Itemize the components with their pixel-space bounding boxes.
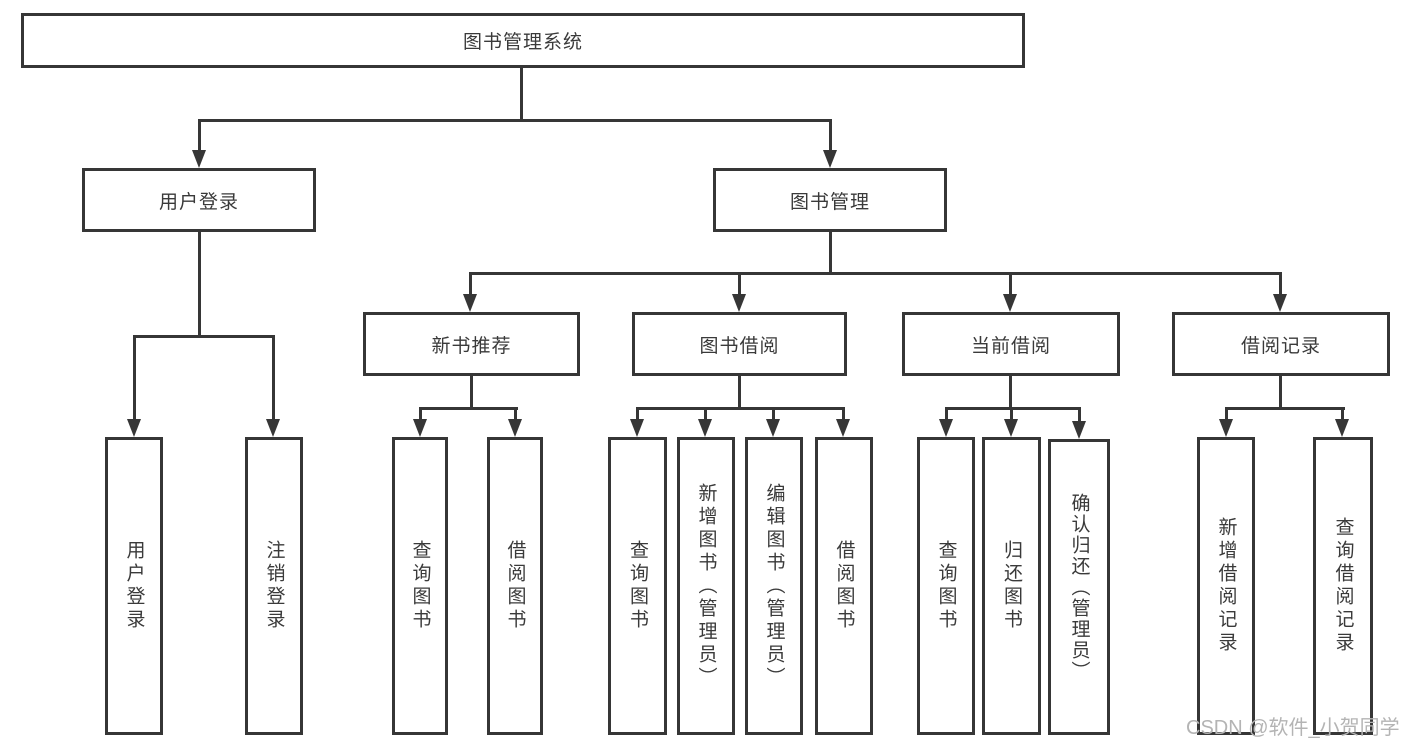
connector-current-rail bbox=[945, 407, 1081, 410]
leaf-label: 新增图书（管理员） bbox=[695, 482, 717, 690]
leaf-edit-books-admin: 编辑图书（管理员） bbox=[745, 437, 803, 735]
connector-drop-leaf bbox=[945, 407, 948, 419]
connector-recommend-stem bbox=[470, 376, 473, 407]
connector-level1-rail bbox=[198, 119, 832, 122]
arrow-down-icon bbox=[127, 419, 141, 437]
arrow-down-icon bbox=[1004, 419, 1018, 437]
leaf-return-books: 归还图书 bbox=[982, 437, 1041, 735]
node-current-borrowing: 当前借阅 bbox=[902, 312, 1120, 376]
leaf-label: 归还图书 bbox=[1001, 540, 1022, 632]
node-borrowing-records: 借阅记录 bbox=[1172, 312, 1390, 376]
leaf-label: 确认归还（管理员） bbox=[1068, 492, 1090, 682]
arrow-down-icon bbox=[630, 419, 644, 437]
arrow-down-icon bbox=[698, 419, 712, 437]
connector-drop-book-management bbox=[829, 119, 832, 150]
node-label: 图书管理系统 bbox=[462, 32, 583, 53]
leaf-label: 查询借阅记录 bbox=[1332, 517, 1354, 655]
leaf-add-books-admin: 新增图书（管理员） bbox=[677, 437, 735, 735]
node-book-borrowing: 图书借阅 bbox=[632, 312, 847, 376]
connector-recommend-rail bbox=[419, 407, 518, 410]
connector-drop-new-book-recommend bbox=[469, 272, 472, 294]
connector-drop-leaf bbox=[636, 407, 639, 419]
leaf-add-borrow-record: 新增借阅记录 bbox=[1197, 437, 1255, 735]
arrow-down-icon bbox=[939, 419, 953, 437]
arrow-down-icon bbox=[823, 150, 837, 168]
arrow-down-icon bbox=[1273, 294, 1287, 312]
connector-drop-user-login bbox=[198, 119, 201, 150]
node-label: 图书借阅 bbox=[699, 335, 780, 357]
leaf-borrow-books-recommend: 借阅图书 bbox=[487, 437, 543, 735]
node-root-library-system: 图书管理系统 bbox=[21, 13, 1025, 68]
connector-drop-leaf bbox=[514, 407, 517, 419]
connector-records-stem bbox=[1279, 376, 1282, 407]
node-book-management-branch: 图书管理 bbox=[713, 168, 947, 232]
leaf-label: 注销登录 bbox=[263, 540, 285, 632]
leaf-query-books-recommend: 查询图书 bbox=[392, 437, 448, 735]
arrow-down-icon bbox=[1335, 419, 1349, 437]
connector-drop-logout bbox=[272, 335, 275, 419]
leaf-query-books-borrowing: 查询图书 bbox=[608, 437, 667, 735]
connector-drop-leaf bbox=[842, 407, 845, 419]
connector-book-management-stem bbox=[829, 232, 832, 272]
arrow-down-icon bbox=[766, 419, 780, 437]
arrow-down-icon bbox=[1072, 421, 1086, 439]
leaf-query-borrow-record: 查询借阅记录 bbox=[1313, 437, 1373, 735]
arrow-down-icon bbox=[463, 294, 477, 312]
connector-drop-leaf bbox=[1225, 407, 1228, 419]
connector-drop-leaf bbox=[1078, 407, 1081, 421]
arrow-down-icon bbox=[192, 150, 206, 168]
leaf-label: 新增借阅记录 bbox=[1215, 517, 1237, 655]
node-new-book-recommend: 新书推荐 bbox=[363, 312, 580, 376]
leaf-label: 查询图书 bbox=[409, 540, 431, 632]
node-label: 借阅记录 bbox=[1240, 335, 1321, 357]
connector-drop-book-borrowing bbox=[738, 272, 741, 294]
connector-drop-user-login-leaf bbox=[133, 335, 136, 419]
leaf-query-books-current: 查询图书 bbox=[917, 437, 975, 735]
arrow-down-icon bbox=[413, 419, 427, 437]
arrow-down-icon bbox=[732, 294, 746, 312]
leaf-confirm-return-admin: 确认归还（管理员） bbox=[1048, 439, 1110, 735]
arrow-down-icon bbox=[1219, 419, 1233, 437]
node-label: 图书管理 bbox=[789, 191, 870, 213]
leaf-label: 查询图书 bbox=[935, 540, 957, 632]
connector-drop-current-borrowing bbox=[1009, 272, 1012, 294]
leaf-label: 借阅图书 bbox=[833, 540, 855, 632]
connector-current-stem bbox=[1009, 376, 1012, 407]
arrow-down-icon bbox=[508, 419, 522, 437]
leaf-label: 用户登录 bbox=[123, 540, 145, 632]
leaf-label: 借阅图书 bbox=[504, 540, 526, 632]
csdn-watermark: CSDN @软件_小贺同学 bbox=[1186, 717, 1400, 739]
connector-root-stem bbox=[520, 68, 523, 119]
connector-drop-leaf bbox=[1010, 407, 1013, 419]
arrow-down-icon bbox=[836, 419, 850, 437]
node-label: 用户登录 bbox=[158, 191, 239, 213]
connector-borrowing-rail bbox=[636, 407, 845, 410]
connector-drop-leaf bbox=[419, 407, 422, 419]
connector-drop-leaf bbox=[772, 407, 775, 419]
node-label: 当前借阅 bbox=[970, 335, 1051, 357]
connector-drop-leaf bbox=[1341, 407, 1344, 419]
leaf-label: 查询图书 bbox=[627, 540, 648, 632]
connector-level2-rail bbox=[469, 272, 1282, 275]
connector-user-login-rail bbox=[133, 335, 275, 338]
connector-user-login-stem bbox=[198, 232, 201, 335]
arrow-down-icon bbox=[1003, 294, 1017, 312]
arrow-down-icon bbox=[266, 419, 280, 437]
connector-drop-borrowing-records bbox=[1279, 272, 1282, 294]
leaf-logout: 注销登录 bbox=[245, 437, 303, 735]
connector-borrowing-stem bbox=[738, 376, 741, 407]
connector-drop-leaf bbox=[704, 407, 707, 419]
leaf-user-login: 用户登录 bbox=[105, 437, 163, 735]
leaf-label: 编辑图书（管理员） bbox=[763, 482, 785, 690]
leaf-borrow-books-borrowing: 借阅图书 bbox=[815, 437, 873, 735]
node-label: 新书推荐 bbox=[431, 335, 512, 357]
connector-records-rail bbox=[1225, 407, 1345, 410]
node-user-login-branch: 用户登录 bbox=[82, 168, 316, 232]
